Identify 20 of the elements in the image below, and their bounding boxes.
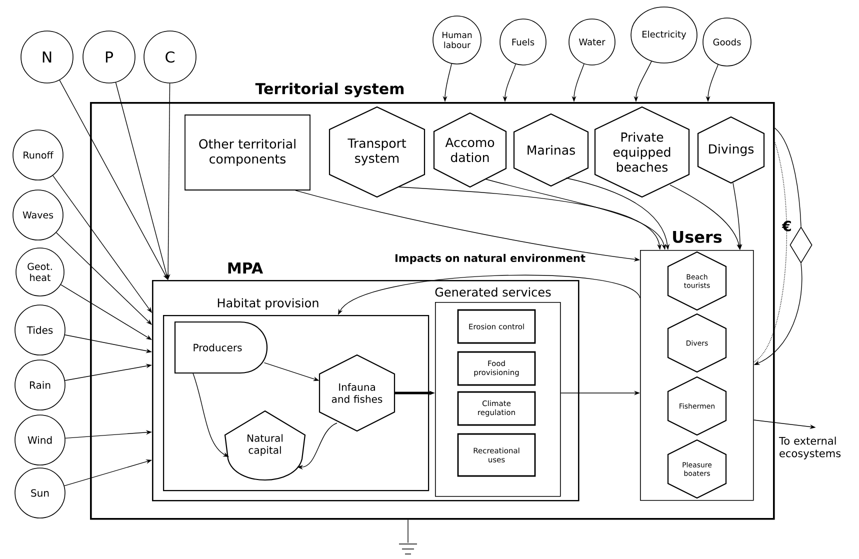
consumer-hexagon: Divings	[697, 116, 765, 184]
connector-line	[774, 128, 802, 227]
node-label: Generated services	[435, 287, 551, 297]
edge-label: Impacts on natural environment	[394, 252, 586, 266]
node-label: Habitat provision	[218, 298, 318, 310]
node-label: MPA	[228, 262, 264, 274]
output-label: To external ecosystems	[778, 436, 841, 460]
heat-sink-symbol	[398, 544, 418, 554]
connector-line	[753, 142, 787, 362]
node-label: Users	[673, 231, 722, 243]
process-box: Other territorial components	[184, 114, 310, 190]
consumer-hexagon: Transport system	[328, 106, 426, 198]
consumer-hexagon: Private equipped beaches	[594, 106, 690, 198]
arrow	[56, 232, 152, 325]
currency-label: €	[782, 220, 791, 232]
arrow	[52, 175, 152, 313]
consumer-hexagon: Infauna and fishes	[318, 354, 396, 432]
consumer-hexagon: Marinas	[513, 113, 589, 187]
consumer-hexagon: Accomo dation	[433, 112, 507, 188]
node-label: Territorial system	[255, 82, 404, 98]
